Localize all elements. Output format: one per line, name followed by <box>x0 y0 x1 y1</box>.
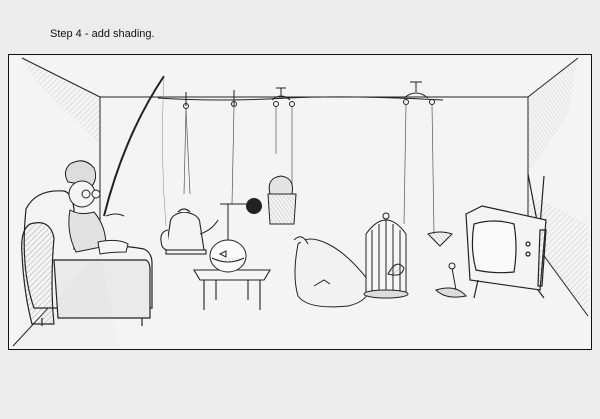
fishing-rod <box>103 75 165 217</box>
step-caption: Step 4 - add shading. <box>50 28 155 40</box>
kettle <box>160 208 219 255</box>
birdcage <box>363 212 409 299</box>
television <box>465 173 547 299</box>
sack <box>293 236 370 308</box>
ball <box>246 198 262 214</box>
floor-shading <box>13 252 118 346</box>
room-illustration <box>8 54 592 350</box>
person <box>64 160 129 255</box>
hanging-umbrella <box>427 231 453 247</box>
hanging-strings <box>183 104 435 235</box>
ceiling-hooks <box>157 81 444 109</box>
fishbowl <box>209 203 247 273</box>
comic-panel <box>8 54 592 350</box>
basket <box>267 175 297 225</box>
shoe <box>435 262 467 298</box>
table <box>193 269 271 310</box>
